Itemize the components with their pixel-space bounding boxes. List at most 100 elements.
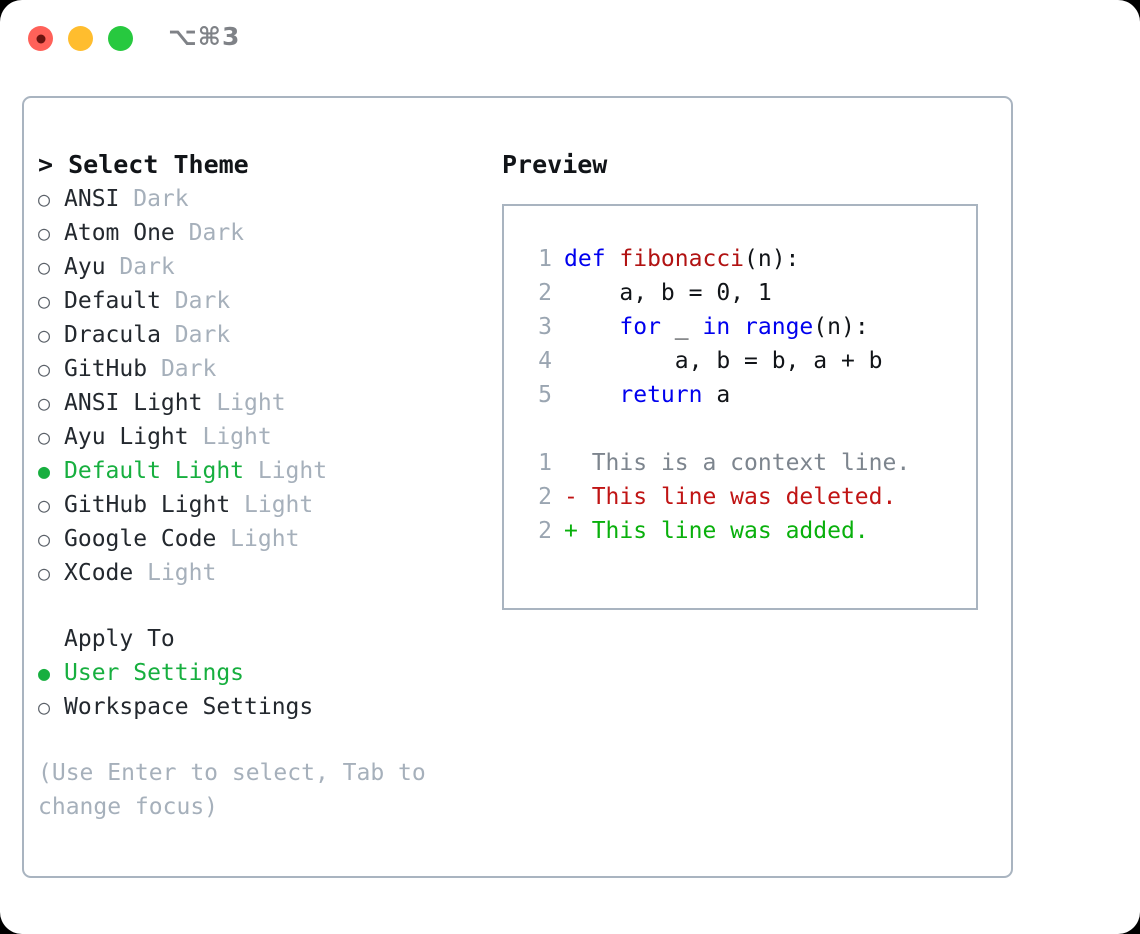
radio-unselected-icon: ○ [38,289,51,313]
line-number: 5 [538,382,552,408]
theme-option-variant: Light [202,390,286,416]
code-token-plain: a [702,382,731,408]
theme-option-xcode[interactable]: ○ XCode Light [38,556,488,590]
theme-option-label: Dracula [64,322,161,348]
code-token-kw: in [702,314,731,340]
theme-option-default-light[interactable]: ●Default Light Light [38,454,488,488]
content-panel: > Select Theme ○ANSI Dark○Atom One Dark○… [22,96,1013,878]
theme-option-ansi-light[interactable]: ○ ANSI Light Light [38,386,488,420]
theme-panel-header: > Select Theme [38,150,249,179]
maximize-button[interactable] [108,26,133,51]
code-token-plain: (n): [813,314,869,340]
theme-option-ayu[interactable]: ○ Ayu Dark [38,250,488,284]
theme-option-variant: Light [133,560,217,586]
theme-list[interactable]: ○ANSI Dark○Atom One Dark○Ayu Dark○Defaul… [38,182,488,590]
close-button[interactable] [28,26,53,51]
radio-selected-icon: ● [38,459,51,483]
code-token-plain: _ [660,314,703,340]
code-line: 2 a, b = 0, 1 [518,276,976,310]
code-token-fn: fibonacci [619,246,745,272]
theme-option-variant: Dark [105,254,175,280]
theme-option-dracula[interactable]: ○ Dracula Dark [38,318,488,352]
code-line: 4 a, b = b, a + b [518,344,976,378]
line-number: 3 [538,314,552,340]
theme-option-atom-one[interactable]: ○Atom One Dark [38,216,488,250]
radio-unselected-icon: ○ [38,323,51,347]
code-line-text: def fibonacci(n): [564,242,799,276]
theme-option-default[interactable]: ○Default Dark [38,284,488,318]
diff-line-add: 2 + This line was added. [518,514,976,548]
preview-header: Preview [502,150,608,179]
theme-option-label: Google Code [64,526,217,552]
radio-unselected-icon: ○ [38,391,51,415]
code-token-plain [730,314,744,340]
theme-option-github-light[interactable]: ○GitHub Light Light [38,488,488,522]
radio-unselected-icon: ○ [38,493,51,517]
code-line: 5 return a [518,378,976,412]
keyboard-hint-text: (Use Enter to select, Tab to change focu… [38,760,440,820]
theme-option-ansi[interactable]: ○ ANSI Dark [38,182,488,216]
theme-option-variant: Light [216,526,300,552]
theme-option-label: Ayu [64,254,106,280]
theme-option-label: XCode [64,560,134,586]
code-diff-spacer [518,412,976,446]
code-line: 1 def fibonacci(n): [518,242,976,276]
window-controls [28,26,133,51]
code-line-text: return a [564,378,730,412]
theme-option-label: ANSI Light [64,390,203,416]
code-token-kw: def [564,246,620,272]
line-number: 2 [538,518,552,544]
radio-unselected-icon: ○ [38,527,51,551]
theme-option-variant: Dark [119,186,189,212]
theme-option-variant: Light [244,458,328,484]
theme-option-github[interactable]: ○GitHub Dark [38,352,488,386]
radio-unselected-icon: ○ [38,221,51,245]
theme-option-label: GitHub [64,356,148,382]
diff-marker [564,446,578,480]
theme-option-variant: Dark [160,288,231,314]
theme-option-google-code[interactable]: ○ Google Code Light [38,522,488,556]
line-number: 1 [538,246,552,272]
diff-line-text: This line was deleted. [577,484,897,510]
radio-unselected-icon: ○ [38,187,51,211]
diff-line-del: 2- This line was deleted. [518,480,976,514]
code-token-kw: return [619,382,703,408]
diff-line-text: This line was added. [577,518,869,544]
apply-to-list[interactable]: ● User Settings ○Workspace Settings [38,656,488,724]
line-number: 4 [538,348,552,374]
apply-to-option-workspace-settings[interactable]: ○Workspace Settings [38,690,488,724]
theme-option-variant: Dark [160,322,231,348]
code-line-text: a, b = 0, 1 [564,276,772,310]
theme-option-label: ANSI [64,186,120,212]
theme-option-variant: Light [188,424,272,450]
apply-to-option-user-settings[interactable]: ● User Settings [38,656,488,690]
diff-marker: - [564,484,578,510]
radio-unselected-icon: ○ [38,357,51,381]
theme-option-label: Ayu Light [64,424,189,450]
minimize-button[interactable] [68,26,93,51]
diff-sample: 1 This is a context line.2- This line wa… [518,446,976,548]
theme-option-label: Atom One [64,220,175,246]
diff-line-ctx: 1 This is a context line. [518,446,976,480]
code-token-plain [564,314,619,340]
theme-option-ayu-light[interactable]: ○Ayu Light Light [38,420,488,454]
code-line-text: for _ in range(n): [564,310,869,344]
code-token-kw: for [619,314,661,340]
code-token-plain: (n): [744,246,800,272]
theme-option-label: GitHub Light [64,492,231,518]
title-bar: ⌥⌘3 [0,0,1140,78]
code-line-text: a, b = b, a + b [564,344,883,378]
line-number: 2 [538,484,552,510]
code-token-plain [564,382,619,408]
radio-selected-icon: ● [38,661,51,685]
apply-to-header: Apply To [64,626,175,652]
apply-to-option-label: User Settings [64,660,245,686]
code-token-plain: a, b = 0, 1 [564,280,772,306]
radio-unselected-icon: ○ [38,561,51,585]
apply-to-option-label: Workspace Settings [64,694,314,720]
radio-unselected-icon: ○ [38,255,51,279]
diff-marker: + [564,518,578,544]
